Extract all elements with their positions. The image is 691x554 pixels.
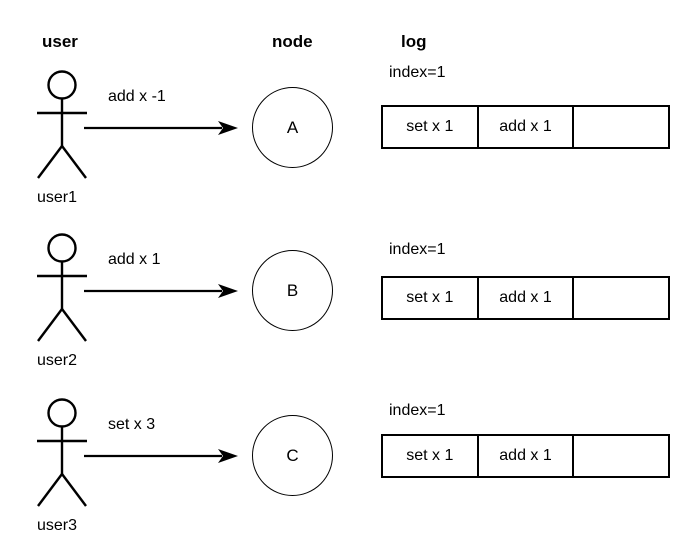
node-label-a: A xyxy=(286,117,299,137)
column-header-node: node xyxy=(272,32,313,51)
actor-label-user3: user3 xyxy=(37,517,78,534)
message-arrow-2 xyxy=(84,284,238,298)
column-header-log: log xyxy=(401,32,427,51)
node-circle-a: A xyxy=(252,87,333,168)
stick-figure-icon-user1 xyxy=(37,70,87,179)
message-arrow-3 xyxy=(84,449,238,463)
log-index-label-2: index=1 xyxy=(389,241,446,258)
log-cell: set x 1 xyxy=(383,278,479,318)
log-table-3: set x 1 add x 1 xyxy=(381,434,670,478)
log-table-1: set x 1 add x 1 xyxy=(381,105,670,149)
log-cell: add x 1 xyxy=(478,278,575,318)
log-index-label-1: index=1 xyxy=(389,64,446,81)
column-header-user: user xyxy=(42,32,78,51)
message-label-2: add x 1 xyxy=(108,251,161,268)
stick-figure-icon-user2 xyxy=(37,233,87,342)
log-cell xyxy=(574,278,669,318)
node-circle-c: C xyxy=(252,415,333,496)
log-index-label-3: index=1 xyxy=(389,402,446,419)
message-label-3: set x 3 xyxy=(108,416,156,433)
message-arrow-1 xyxy=(84,121,238,135)
node-label-b: B xyxy=(286,280,299,300)
log-cell: add x 1 xyxy=(478,436,575,476)
log-cell: set x 1 xyxy=(383,107,479,147)
log-cell xyxy=(574,107,669,147)
log-table-2: set x 1 add x 1 xyxy=(381,276,670,320)
node-circle-b: B xyxy=(252,250,333,331)
log-cell xyxy=(574,436,669,476)
message-label-1: add x -1 xyxy=(108,88,166,105)
stick-figure-icon-user3 xyxy=(37,398,87,507)
log-cell: set x 1 xyxy=(383,436,479,476)
actor-label-user1: user1 xyxy=(37,189,78,206)
node-label-c: C xyxy=(286,445,299,465)
actor-label-user2: user2 xyxy=(37,352,78,369)
log-cell: add x 1 xyxy=(478,107,575,147)
